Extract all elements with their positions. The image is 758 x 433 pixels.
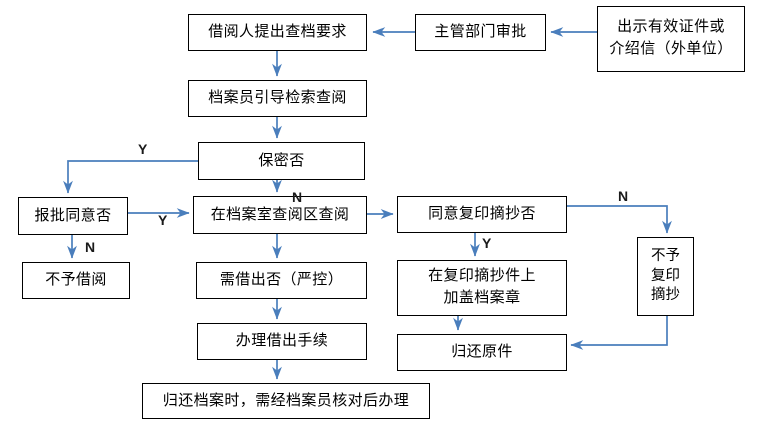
node-checkout-procedure[interactable]: 办理借出手续 [197,323,367,360]
edge-nocopy-to-returnorig [570,316,668,350]
edge-copyagree-to-nocopy [567,205,672,234]
node-report-decision[interactable]: 报批同意否 [18,197,128,235]
node-return-check[interactable]: 归还档案时，需经档案员核对后办理 [142,383,430,419]
node-approval[interactable]: 主管部门审批 [415,14,546,51]
node-no-copy[interactable]: 不予 复印 摘抄 [637,237,694,316]
branch-label-secret-yes: Y [138,141,148,157]
branch-label-copy-yes: Y [482,235,492,251]
branch-label-report-no: N [85,239,96,255]
node-secret-decision[interactable]: 保密否 [198,142,365,180]
node-request[interactable]: 借阅人提出查档要求 [188,14,367,51]
node-stamp-copy[interactable]: 在复印摘抄件上 加盖档案章 [397,260,567,316]
branch-label-secret-no: N [292,189,303,205]
node-copy-decision[interactable]: 同意复印摘抄否 [397,196,567,233]
edge-secret-to-report [63,160,198,194]
branch-label-copy-no: N [618,188,629,204]
node-return-original[interactable]: 归还原件 [397,334,567,371]
node-reading-room[interactable]: 在档案室查阅区查阅 [193,196,367,234]
node-need-checkout-decision[interactable]: 需借出否（严控） [196,262,367,299]
node-credentials[interactable]: 出示有效证件或 介绍信（外单位） [597,6,745,72]
node-guide[interactable]: 档案员引导检索查阅 [188,80,367,117]
node-no-lending[interactable]: 不予借阅 [22,262,130,299]
branch-label-report-yes: Y [158,212,168,228]
